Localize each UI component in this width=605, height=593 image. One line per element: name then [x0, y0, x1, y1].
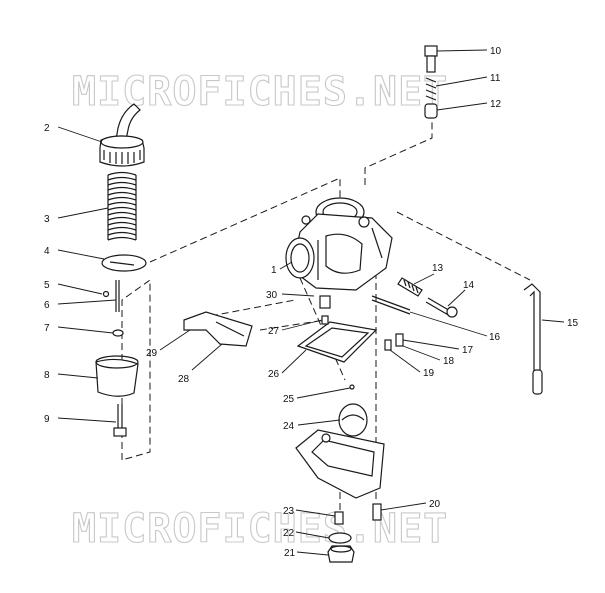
callout-19: 19 [423, 368, 435, 379]
part-jet-needle [102, 280, 120, 312]
part-bottom-stack [327, 511, 355, 563]
leader-lines [57, 49, 565, 556]
callout-18: 18 [443, 356, 455, 367]
callout-4: 4 [44, 246, 50, 257]
callout-1: 1 [271, 265, 277, 276]
callout-11: 11 [490, 73, 501, 84]
part-float [338, 403, 368, 437]
callout-13: 13 [432, 263, 444, 274]
callout-26: 26 [268, 369, 280, 380]
callout-5: 5 [44, 280, 50, 291]
callout-10: 10 [490, 46, 502, 57]
callout-27: 27 [268, 326, 280, 337]
watermark-top: MICROFICHES.NET [72, 69, 448, 115]
callout-15: 15 [567, 318, 579, 329]
callout-16: 16 [489, 332, 501, 343]
callout-20: 20 [429, 499, 441, 510]
callout-7: 7 [44, 323, 50, 334]
part-idle-screw [425, 297, 458, 318]
callout-24: 24 [283, 421, 295, 432]
callout-29: 29 [146, 348, 158, 359]
callout-22: 22 [283, 528, 295, 539]
part-cable-adjuster-stack [424, 45, 438, 119]
part-washer [112, 329, 124, 337]
part-choke-tube [523, 283, 543, 395]
callout-23: 23 [283, 506, 295, 517]
callout-30: 30 [266, 290, 278, 301]
callout-17: 17 [462, 345, 474, 356]
part-float-bowl [295, 429, 385, 499]
part-throttle-valve [95, 355, 139, 397]
part-air-screw [397, 277, 423, 297]
callout-25: 25 [283, 394, 295, 405]
callout-3: 3 [44, 214, 50, 225]
callout-8: 8 [44, 370, 50, 381]
part-screw-9 [113, 404, 127, 437]
part-float-bowl-gasket [296, 321, 378, 363]
part-spring [107, 171, 137, 241]
callout-28: 28 [178, 374, 190, 385]
part-retainer-plate [101, 254, 147, 272]
callout-labels: 2 3 4 5 6 7 8 9 10 11 12 1 13 14 15 16 1… [44, 46, 579, 559]
part-drain-screw [372, 503, 382, 521]
callout-6: 6 [44, 300, 50, 311]
part-carburetor-body [285, 197, 393, 291]
callout-9: 9 [44, 414, 50, 425]
callout-21: 21 [284, 548, 296, 559]
callout-12: 12 [490, 99, 502, 110]
callout-14: 14 [463, 280, 475, 291]
part-bracket [183, 311, 253, 347]
part-small-pin [349, 384, 355, 390]
watermark-bottom: MICROFICHES.NET [72, 506, 448, 552]
callout-2: 2 [44, 123, 50, 134]
part-pilot-jet-assembly [371, 295, 411, 351]
